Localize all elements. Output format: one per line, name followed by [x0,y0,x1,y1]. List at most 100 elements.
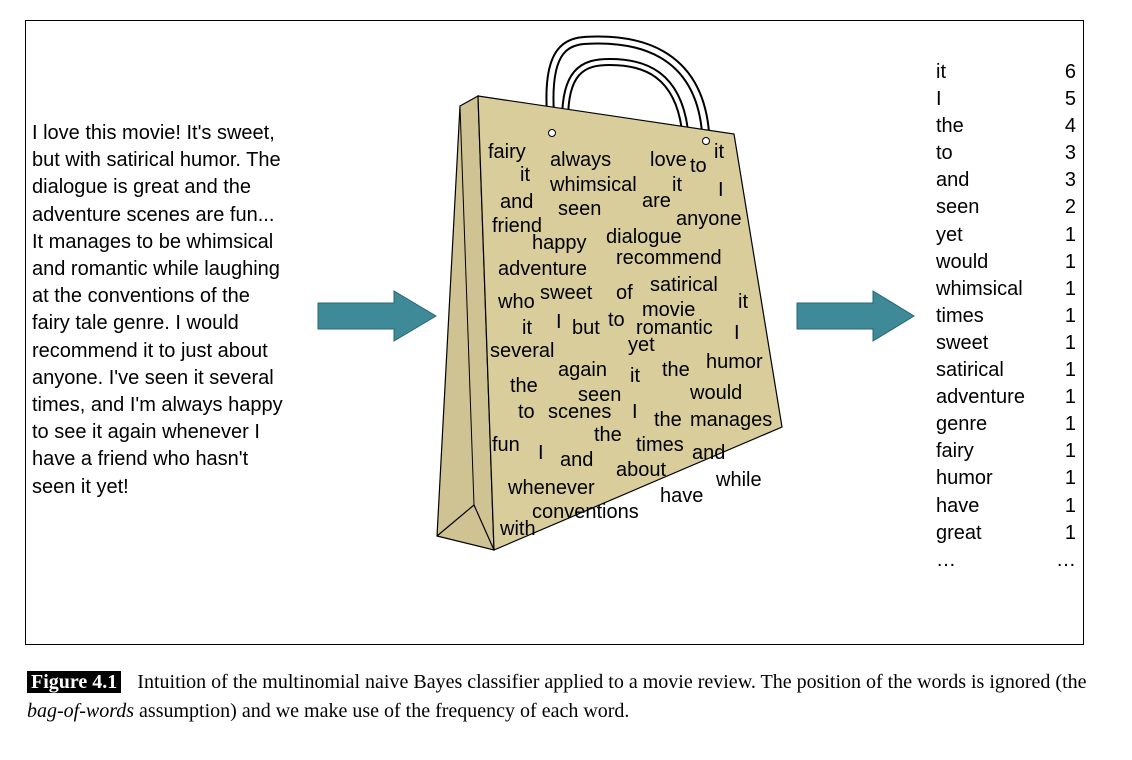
word: genre [936,413,988,436]
word: satirical [936,359,1004,382]
bag-word: again [558,359,607,381]
frequency-row: great 1 [936,522,1076,549]
count: 1 [1064,440,1076,463]
count: 3 [1064,142,1076,165]
bag-word: fun [492,434,520,456]
bag-word: always [550,149,611,171]
review-line: at the conventions of the [32,285,250,308]
bag-word: I [734,322,740,344]
bag-word: adventure [498,258,587,280]
review-line: but with satirical humor. The [32,149,281,172]
count: 1 [1064,331,1076,354]
review-line: and romantic while laughing [32,258,280,281]
shopping-bag-icon [477,95,783,551]
bag-word: it [630,365,640,387]
bag-word: conventions [532,501,639,523]
review-line: anyone. I've seen it several [32,366,274,389]
bag-word: dialogue [606,226,682,248]
bag-word: fairy [488,141,526,163]
bag-word: are [642,190,671,212]
bag-word: humor [706,351,763,373]
word: humor [936,467,993,490]
bag-word: love [650,149,687,171]
bag-word: whenever [507,477,595,499]
bag-word: and [500,191,533,213]
caption-emphasis: bag-of-words [27,700,135,722]
bag-word: manages [690,409,772,431]
bag-word: several [490,340,554,362]
count: 4 [1064,115,1076,138]
frequency-row: fairy 1 [936,440,1076,467]
bag-word: recommend [616,247,722,269]
bag-word: but [572,317,600,339]
arrow-right-icon [317,290,437,342]
bag-word: to [690,155,707,177]
count: 1 [1064,250,1076,273]
bag-word: yet [628,334,655,356]
bag-of-words-diagram: fairy always love to it it whimsical it … [317,35,915,551]
bag-word: happy [532,232,587,254]
bag-word: have [660,485,703,507]
frequency-row: the 4 [936,115,1076,142]
bag-word: the [510,375,538,397]
word: great [936,521,982,544]
bag-word: to [608,309,625,331]
frequency-row: seen 2 [936,196,1076,223]
bag-word: it [522,317,532,339]
caption-text: Intuition of the multinomial naive Bayes… [137,671,1087,693]
word: sweet [936,331,989,354]
count: 1 [1064,467,1076,490]
bag-word: the [654,409,682,431]
review-line: have a friend who hasn't [32,448,249,471]
count: 1 [1064,521,1076,544]
movie-review-text: I love this movie! It's sweet, but with … [32,120,332,501]
bag-word: sweet [540,282,593,304]
bag-word: satirical [650,274,718,296]
review-line: times, and I'm always happy [32,394,283,417]
bag-word: and [692,442,725,464]
review-line: dialogue is great and the [32,176,252,199]
bag-word: to [518,401,535,423]
word: whimsical [936,277,1023,300]
word: and [936,169,970,192]
count: 1 [1064,359,1076,382]
bag-word: who [497,291,535,313]
bag-word: anyone [676,208,742,230]
word: fairy [936,440,974,463]
count: 2 [1064,196,1076,219]
bag-word: romantic [636,317,713,339]
word: adventure [936,386,1025,409]
bag-word: scenes [548,401,611,423]
bag-word: seen [578,384,621,406]
word: seen [936,196,980,219]
bag-word: the [594,424,622,446]
bag-word: friend [492,215,542,237]
arrow-right-icon [796,290,915,342]
count: … [1056,548,1076,571]
review-line: to see it again whenever I [32,421,260,444]
review-line: It manages to be whimsical [32,230,274,253]
word: would [936,250,989,273]
review-line: recommend it to just about [32,339,268,362]
bag-word: I [718,179,724,201]
bag-word: and [560,449,593,471]
bag-word: about [616,459,666,481]
word: the [936,115,964,138]
bag-word: times [636,434,684,456]
bag-word: seen [558,198,601,220]
word: yet [936,223,963,246]
word: it [936,61,946,83]
count: 1 [1064,277,1076,300]
frequency-row: …… [936,549,1076,576]
review-line: seen it yet! [32,475,129,498]
count: 1 [1064,304,1076,327]
